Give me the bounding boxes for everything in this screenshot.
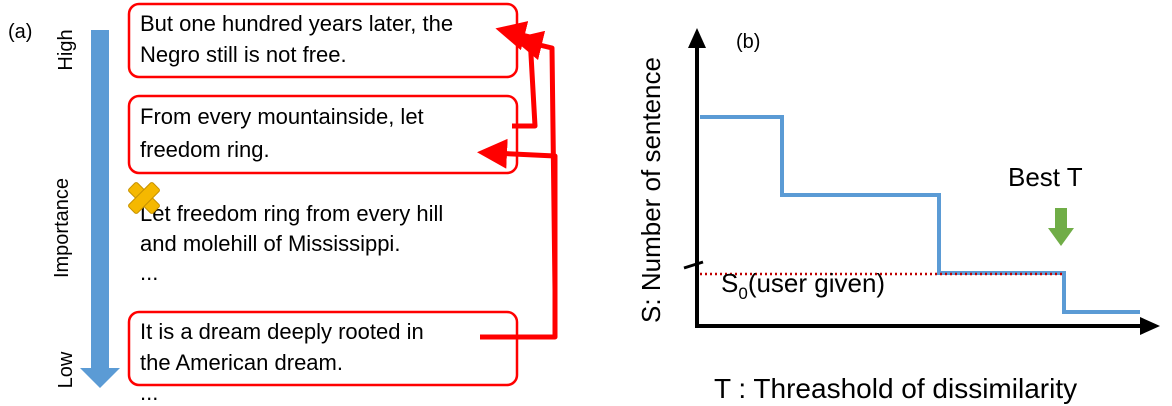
best-t-arrow <box>1048 208 1074 246</box>
arrow-box-2-to-box-1 <box>495 21 538 129</box>
panel-a-label: (a) <box>8 21 32 43</box>
sentence-4-line-1: It is a dream deeply rooted in <box>140 319 424 344</box>
sentence-3-line-1: Let freedom ring from every hill <box>140 201 443 226</box>
sentence-1-line-1: But one hundred years later, the <box>140 11 453 36</box>
s0-label: S0(user given) <box>721 268 885 303</box>
sentence-2-line-2: freedom ring. <box>140 137 270 162</box>
reorder-arrows <box>477 21 558 340</box>
ellipsis-middle: ... <box>140 260 158 285</box>
sentence-2-line-1: From every mountainside, let <box>140 104 424 129</box>
axis-low-label: Low <box>55 351 77 388</box>
sentence-3-line-2: and molehill of Mississippi. <box>140 231 400 256</box>
arrow-low-to-box-1 <box>512 30 558 291</box>
sentence-1-line-2: Negro still is not free. <box>140 42 347 67</box>
axis-importance-label: Importance <box>51 178 73 278</box>
x-axis-label: T : Threashold of dissimilarity <box>714 373 1077 404</box>
sentence-box-4 <box>127 310 519 387</box>
importance-arrow <box>80 30 120 388</box>
s0-tick <box>683 260 704 270</box>
sentence-box-2 <box>127 94 519 175</box>
step-line <box>700 115 1140 314</box>
axis-high-label: High <box>55 29 77 70</box>
arrow-low-to-box-2 <box>477 138 558 340</box>
step-plot <box>700 115 1140 314</box>
best-t-label: Best T <box>1008 162 1083 192</box>
panel-b-label: (b) <box>736 31 760 53</box>
cross-icon <box>128 182 160 214</box>
axes <box>688 28 1160 335</box>
ellipsis-bottom: ... <box>140 380 158 405</box>
y-axis-label: S: Number of sentence <box>636 57 666 323</box>
sentence-4-line-2: the American dream. <box>140 350 343 375</box>
